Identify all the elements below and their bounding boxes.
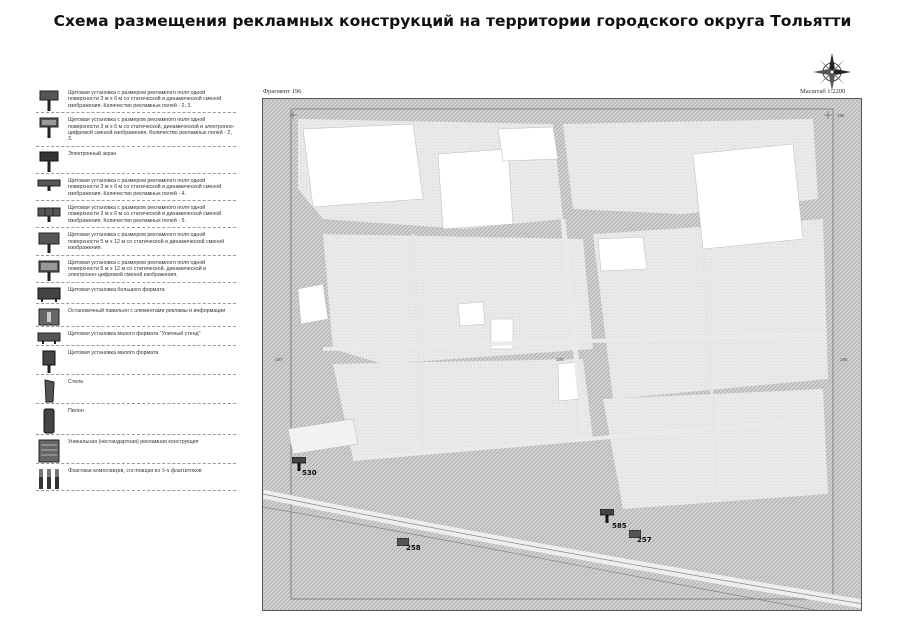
street-stand-icon	[37, 332, 61, 344]
legend-label: Щитовая установка с размером рекламного …	[68, 259, 207, 279]
sheet-number-left: 197	[275, 357, 283, 362]
legend-label: Флаговая композиция, состоящая из 3-х фл…	[68, 467, 202, 474]
legend-item: Щитовая установка малого формата	[36, 346, 236, 375]
legend-item: Щитовая установка с размером рекламного …	[36, 113, 236, 147]
legend-label: Щитовая установка с размером рекламного …	[68, 177, 222, 197]
sheet-number-top: 196	[837, 113, 845, 118]
legend-label: Стела	[68, 378, 83, 385]
legend-label: Щитовая установка с размером рекламного …	[68, 90, 222, 109]
billboard-3x6-four-icon	[37, 179, 61, 191]
fragment-label: Фрагмент 196	[263, 88, 302, 95]
marker-number: 258	[406, 544, 421, 552]
map-base	[263, 99, 861, 610]
legend-item: Щитовая установка с размером рекламного …	[36, 86, 236, 114]
legend-label: Щитовая установка малого формата "Уличны…	[68, 330, 201, 337]
small-format-icon	[42, 350, 56, 373]
scale-label: Масштаб 1:2200	[800, 88, 846, 95]
legend-label: Щитовая установка с размером рекламного …	[68, 117, 235, 143]
stele-icon	[44, 379, 55, 403]
legend-item: Щитовая установка с размером рекламного …	[36, 228, 236, 256]
legend-label: Щитовая установка с размером рекламного …	[68, 232, 225, 252]
electronic-screen-icon	[39, 151, 59, 172]
flag-composition-icon	[39, 468, 59, 489]
page-title: Схема размещения рекламных конструкций н…	[53, 12, 852, 30]
sheet-number-center: 196	[556, 357, 564, 362]
billboard-3x6-five-icon	[37, 207, 61, 223]
legend-label: Остановочный павильон с элементами рекла…	[68, 307, 226, 314]
pavilion-icon	[38, 308, 60, 326]
sheet-number-right: 195	[840, 357, 848, 362]
compass-rose-icon	[813, 53, 851, 91]
legend-item: Стела	[36, 375, 236, 404]
pylon-icon	[43, 408, 55, 434]
legend-item: Щитовая установка с размером рекламного …	[36, 201, 236, 229]
legend-label: Щитовая установка малого формата	[68, 349, 159, 356]
legend-item: Щитовая установка большого формата	[36, 283, 236, 304]
map-fragment[interactable]: 196 196 197 195 530 585 257 258	[262, 98, 862, 611]
bus-stop-marker-icon	[629, 530, 641, 538]
bus-stop-marker-icon	[397, 538, 409, 546]
unique-structure-icon	[38, 439, 60, 463]
billboard-5x12-digital-icon	[38, 260, 60, 281]
billboard-marker-icon	[600, 509, 614, 523]
marker-number: 585	[612, 522, 627, 530]
legend-item: Щитовая установка малого формата "Уличны…	[36, 327, 236, 346]
map-legend: Щитовая установка с размером рекламного …	[36, 86, 236, 491]
legend-item: Щитовая установка с размером рекламного …	[36, 174, 236, 202]
legend-item: Остановочный павильон с элементами рекла…	[36, 304, 236, 327]
legend-item: Уникальная (нестандартная) рекламная кон…	[36, 435, 236, 464]
marker-number: 530	[302, 469, 317, 477]
legend-label: Щитовая установка с размером рекламного …	[68, 205, 222, 224]
legend-label: Уникальная (нестандартная) рекламная кон…	[68, 438, 199, 445]
billboard-3x6-icon	[39, 90, 59, 111]
legend-label: Щитовая установка большого формата	[68, 286, 165, 293]
billboard-5x12-icon	[38, 232, 60, 254]
legend-item: Электронный экран	[36, 147, 236, 174]
legend-item: Щитовая установка с размером рекламного …	[36, 256, 236, 283]
large-format-icon	[37, 287, 61, 302]
billboard-3x6-digital-icon	[39, 117, 59, 139]
legend-item: Флаговая композиция, состоящая из 3-х фл…	[36, 464, 236, 491]
billboard-marker-icon	[292, 457, 306, 471]
marker-number: 257	[637, 536, 652, 544]
legend-label: Электронный экран	[68, 150, 117, 157]
legend-item: Пилон	[36, 404, 236, 435]
legend-label: Пилон	[68, 407, 84, 414]
